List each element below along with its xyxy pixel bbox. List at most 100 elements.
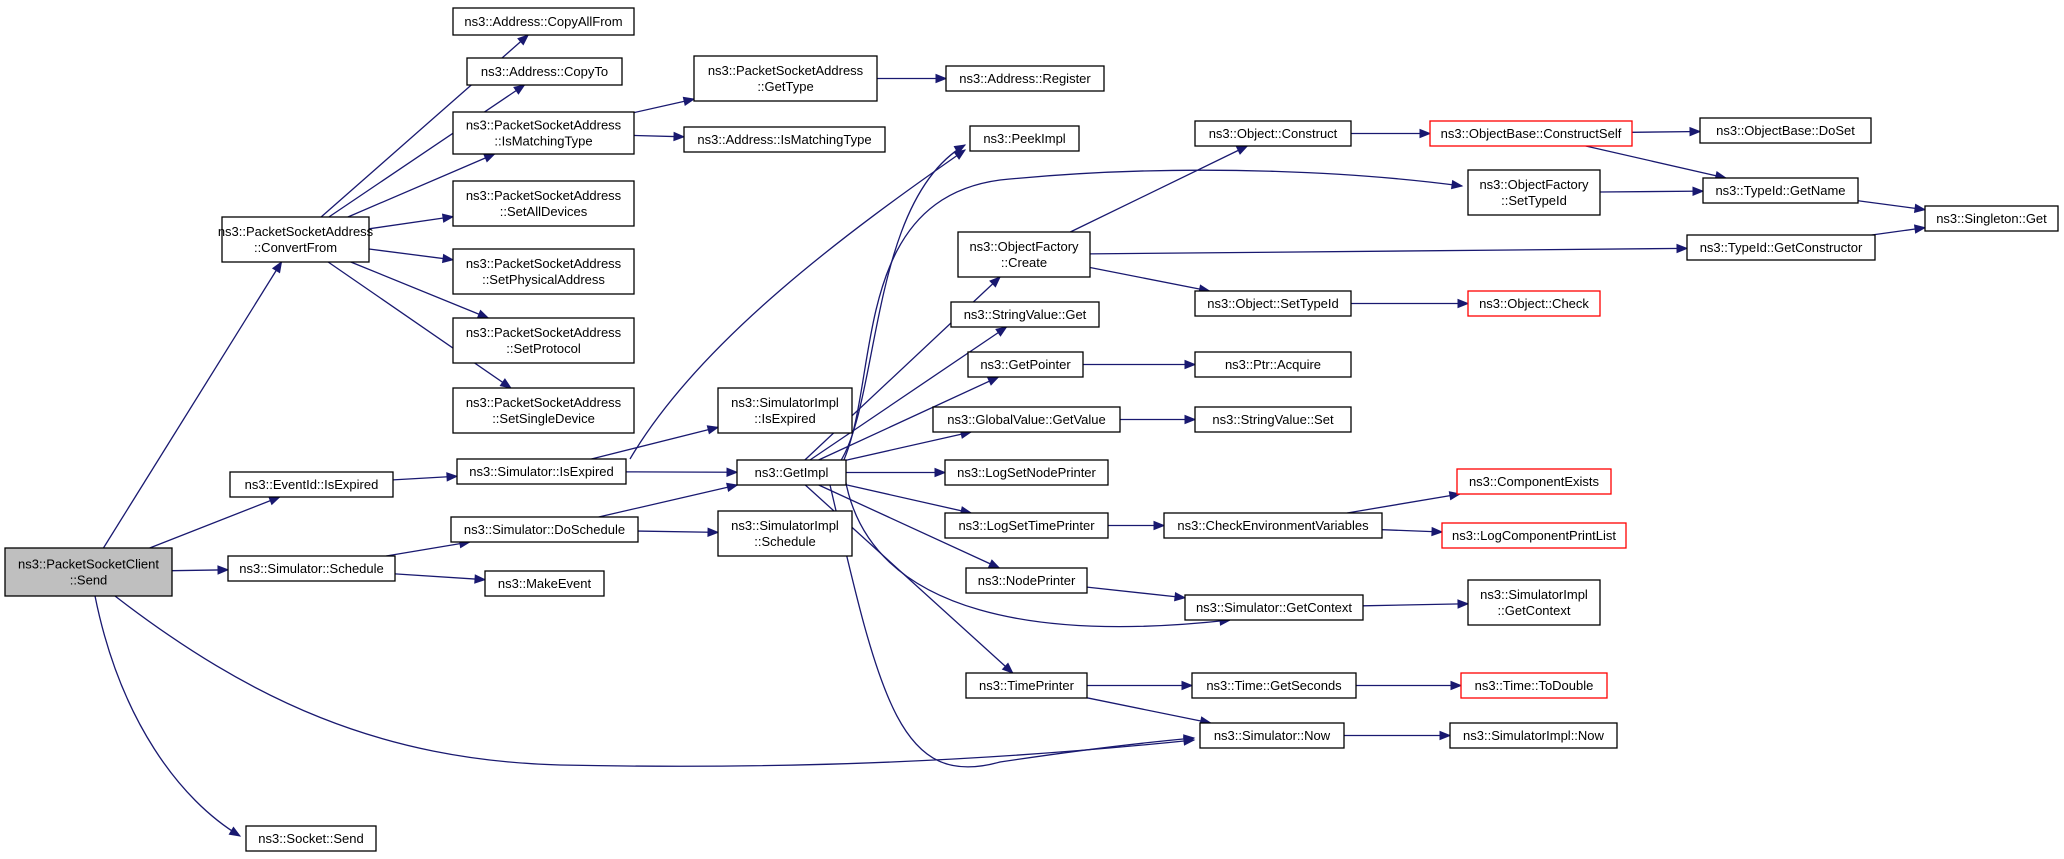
graph-node-globalGetValue[interactable]: ns3::GlobalValue::GetValue: [932, 406, 1121, 433]
node-label: ::Create: [1001, 255, 1047, 270]
node-box: [227, 555, 396, 582]
graph-node-addrIsMatching[interactable]: ns3::Address::IsMatchingType: [683, 126, 886, 153]
edge-arrowhead: [953, 144, 967, 155]
graph-node-makeEvent[interactable]: ns3::MakeEvent: [484, 570, 605, 597]
graph-node-getPointer[interactable]: ns3::GetPointer: [967, 351, 1084, 378]
node-label: ns3::NodePrinter: [978, 573, 1076, 588]
graph-node-addrRegister[interactable]: ns3::Address::Register: [945, 65, 1105, 92]
graph-node-setAllDevices[interactable]: ns3::PacketSocketAddress::SetAllDevices: [452, 180, 635, 227]
edge-arrowhead: [1174, 591, 1187, 602]
graph-node-typeGetCtor[interactable]: ns3::TypeId::GetConstructor: [1686, 234, 1876, 261]
graph-node-simImplIsExpired[interactable]: ns3::SimulatorImpl::IsExpired: [717, 387, 853, 434]
graph-node-logSetNode[interactable]: ns3::LogSetNodePrinter: [944, 459, 1109, 486]
graph-node-stringValueGet[interactable]: ns3::StringValue::Get: [950, 301, 1100, 328]
edge-arrowhead: [217, 565, 230, 575]
graph-node-ptrAcquire[interactable]: ns3::Ptr::Acquire: [1194, 351, 1352, 378]
node-box: [967, 351, 1084, 378]
graph-node-peekImpl[interactable]: ns3::PeekImpl: [969, 125, 1080, 152]
graph-node-getContext[interactable]: ns3::Simulator::GetContext: [1184, 594, 1364, 621]
node-label: ::SetTypeId: [1501, 193, 1567, 208]
graph-node-getImpl[interactable]: ns3::GetImpl: [736, 459, 847, 486]
graph-node-objCheck[interactable]: ns3::Object::Check: [1467, 290, 1601, 317]
graph-node-socketSend[interactable]: ns3::Socket::Send: [245, 825, 377, 852]
edge-line: [845, 484, 972, 514]
edge-arrowhead: [1001, 662, 1014, 674]
graph-node-simImplSchedule[interactable]: ns3::SimulatorImpl::Schedule: [717, 510, 853, 557]
graph-node-logCompList[interactable]: ns3::LogComponentPrintList: [1441, 522, 1627, 549]
graph-node-stringValueSet[interactable]: ns3::StringValue::Set: [1194, 406, 1352, 433]
edge-line: [818, 376, 999, 461]
edge-constructSelf-to-doSet: [1631, 126, 1702, 137]
graph-node-psaGetType[interactable]: ns3::PacketSocketAddress::GetType: [693, 55, 878, 102]
graph-node-schedule[interactable]: ns3::Simulator::Schedule: [227, 555, 396, 582]
graph-node-send[interactable]: ns3::PacketSocketClient::Send: [4, 547, 173, 597]
graph-node-ofCreate[interactable]: ns3::ObjectFactory::Create: [957, 231, 1091, 278]
graph-node-constructSelf[interactable]: ns3::ObjectBase::ConstructSelf: [1429, 120, 1633, 147]
edge-getImpl-to-logSetNode: [846, 467, 947, 478]
node-label: ns3::Object::SetTypeId: [1207, 296, 1339, 311]
node-box: [1924, 205, 2059, 232]
node-box: [1194, 406, 1352, 433]
edge-line: [637, 530, 719, 534]
graph-node-getSeconds[interactable]: ns3::Time::GetSeconds: [1191, 672, 1357, 699]
node-box: [1456, 468, 1612, 495]
edge-line: [598, 484, 738, 518]
edge-arrowhead: [513, 84, 526, 95]
edge-timePrinter-to-getSeconds: [1087, 680, 1194, 691]
node-label: ::SetAllDevices: [500, 204, 588, 219]
graph-node-checkEnv[interactable]: ns3::CheckEnvironmentVariables: [1163, 512, 1383, 539]
edge-line: [327, 261, 512, 389]
graph-node-objConstruct[interactable]: ns3::Object::Construct: [1194, 120, 1352, 147]
graph-node-setPhysical[interactable]: ns3::PacketSocketAddress::SetPhysicalAdd…: [452, 248, 635, 295]
graph-node-toDouble[interactable]: ns3::Time::ToDouble: [1460, 672, 1608, 699]
edge-line: [149, 496, 280, 549]
node-box: [965, 672, 1088, 699]
node-box: [221, 216, 370, 263]
graph-node-timePrinter[interactable]: ns3::TimePrinter: [965, 672, 1088, 699]
graph-node-logSetTime[interactable]: ns3::LogSetTimePrinter: [944, 512, 1109, 539]
edge-convertFrom-to-setPhysical: [368, 248, 455, 264]
node-label: ns3::SimulatorImpl: [731, 395, 839, 410]
node-label: ns3::TypeId::GetConstructor: [1700, 240, 1863, 255]
node-label: ns3::LogComponentPrintList: [1452, 528, 1616, 543]
graph-node-simImplGetContext[interactable]: ns3::SimulatorImpl::GetContext: [1467, 579, 1601, 626]
node-box: [1184, 594, 1364, 621]
graph-node-nodePrinter[interactable]: ns3::NodePrinter: [965, 567, 1088, 594]
graph-node-convertFrom[interactable]: ns3::PacketSocketAddress::ConvertFrom: [218, 216, 374, 263]
graph-node-setProtocol[interactable]: ns3::PacketSocketAddress::SetProtocol: [452, 317, 635, 364]
graph-node-copyTo[interactable]: ns3::Address::CopyTo: [466, 57, 623, 86]
graph-node-doSchedule[interactable]: ns3::Simulator::DoSchedule: [450, 516, 639, 543]
edge-arrowhead: [726, 467, 739, 477]
graph-node-singletonGet[interactable]: ns3::Singleton::Get: [1924, 205, 2059, 232]
edge-arrowhead: [268, 496, 281, 506]
graph-node-ofSetTypeId[interactable]: ns3::ObjectFactory::SetTypeId: [1467, 169, 1601, 216]
node-box: [932, 406, 1121, 433]
graph-node-simImplNow[interactable]: ns3::SimulatorImpl::Now: [1449, 722, 1618, 749]
graph-node-doSet[interactable]: ns3::ObjectBase::DoSet: [1699, 117, 1872, 144]
node-label: ns3::SimulatorImpl: [1480, 587, 1588, 602]
edge-getImpl-to-simNow: [829, 484, 1196, 768]
node-label: ns3::GlobalValue::GetValue: [947, 412, 1106, 427]
graph-node-setSingle[interactable]: ns3::PacketSocketAddress::SetSingleDevic…: [452, 387, 635, 434]
edge-line: [1585, 145, 1726, 179]
edge-convertFrom-to-setAllDevices: [368, 213, 455, 230]
edge-getContext-to-simImplGetContext: [1362, 599, 1470, 609]
graph-node-typeGetName[interactable]: ns3::TypeId::GetName: [1702, 177, 1859, 204]
graph-node-objSetTypeId[interactable]: ns3::Object::SetTypeId: [1194, 290, 1352, 317]
graph-node-psaIsMatching[interactable]: ns3::PacketSocketAddress::IsMatchingType: [452, 111, 635, 155]
graph-node-copyAllFrom[interactable]: ns3::Address::CopyAllFrom: [452, 7, 635, 36]
edge-line: [1089, 247, 1688, 255]
edge-line: [1857, 200, 1926, 211]
node-box: [1460, 672, 1608, 699]
node-label: ns3::SimulatorImpl: [731, 518, 839, 533]
edge-arrowhead: [935, 73, 948, 84]
edge-arrowhead: [1913, 203, 1927, 213]
graph-node-eventIsExpired[interactable]: ns3::EventId::IsExpired: [229, 471, 394, 498]
node-box: [1194, 120, 1352, 147]
node-label: ns3::Singleton::Get: [1936, 211, 2047, 226]
edge-constructSelf-to-typeGetName: [1585, 145, 1728, 181]
graph-node-simIsExpired[interactable]: ns3::Simulator::IsExpired: [456, 458, 627, 485]
node-box: [452, 7, 635, 36]
graph-node-componentExists[interactable]: ns3::ComponentExists: [1456, 468, 1612, 495]
graph-node-simNow[interactable]: ns3::Simulator::Now: [1199, 722, 1345, 749]
